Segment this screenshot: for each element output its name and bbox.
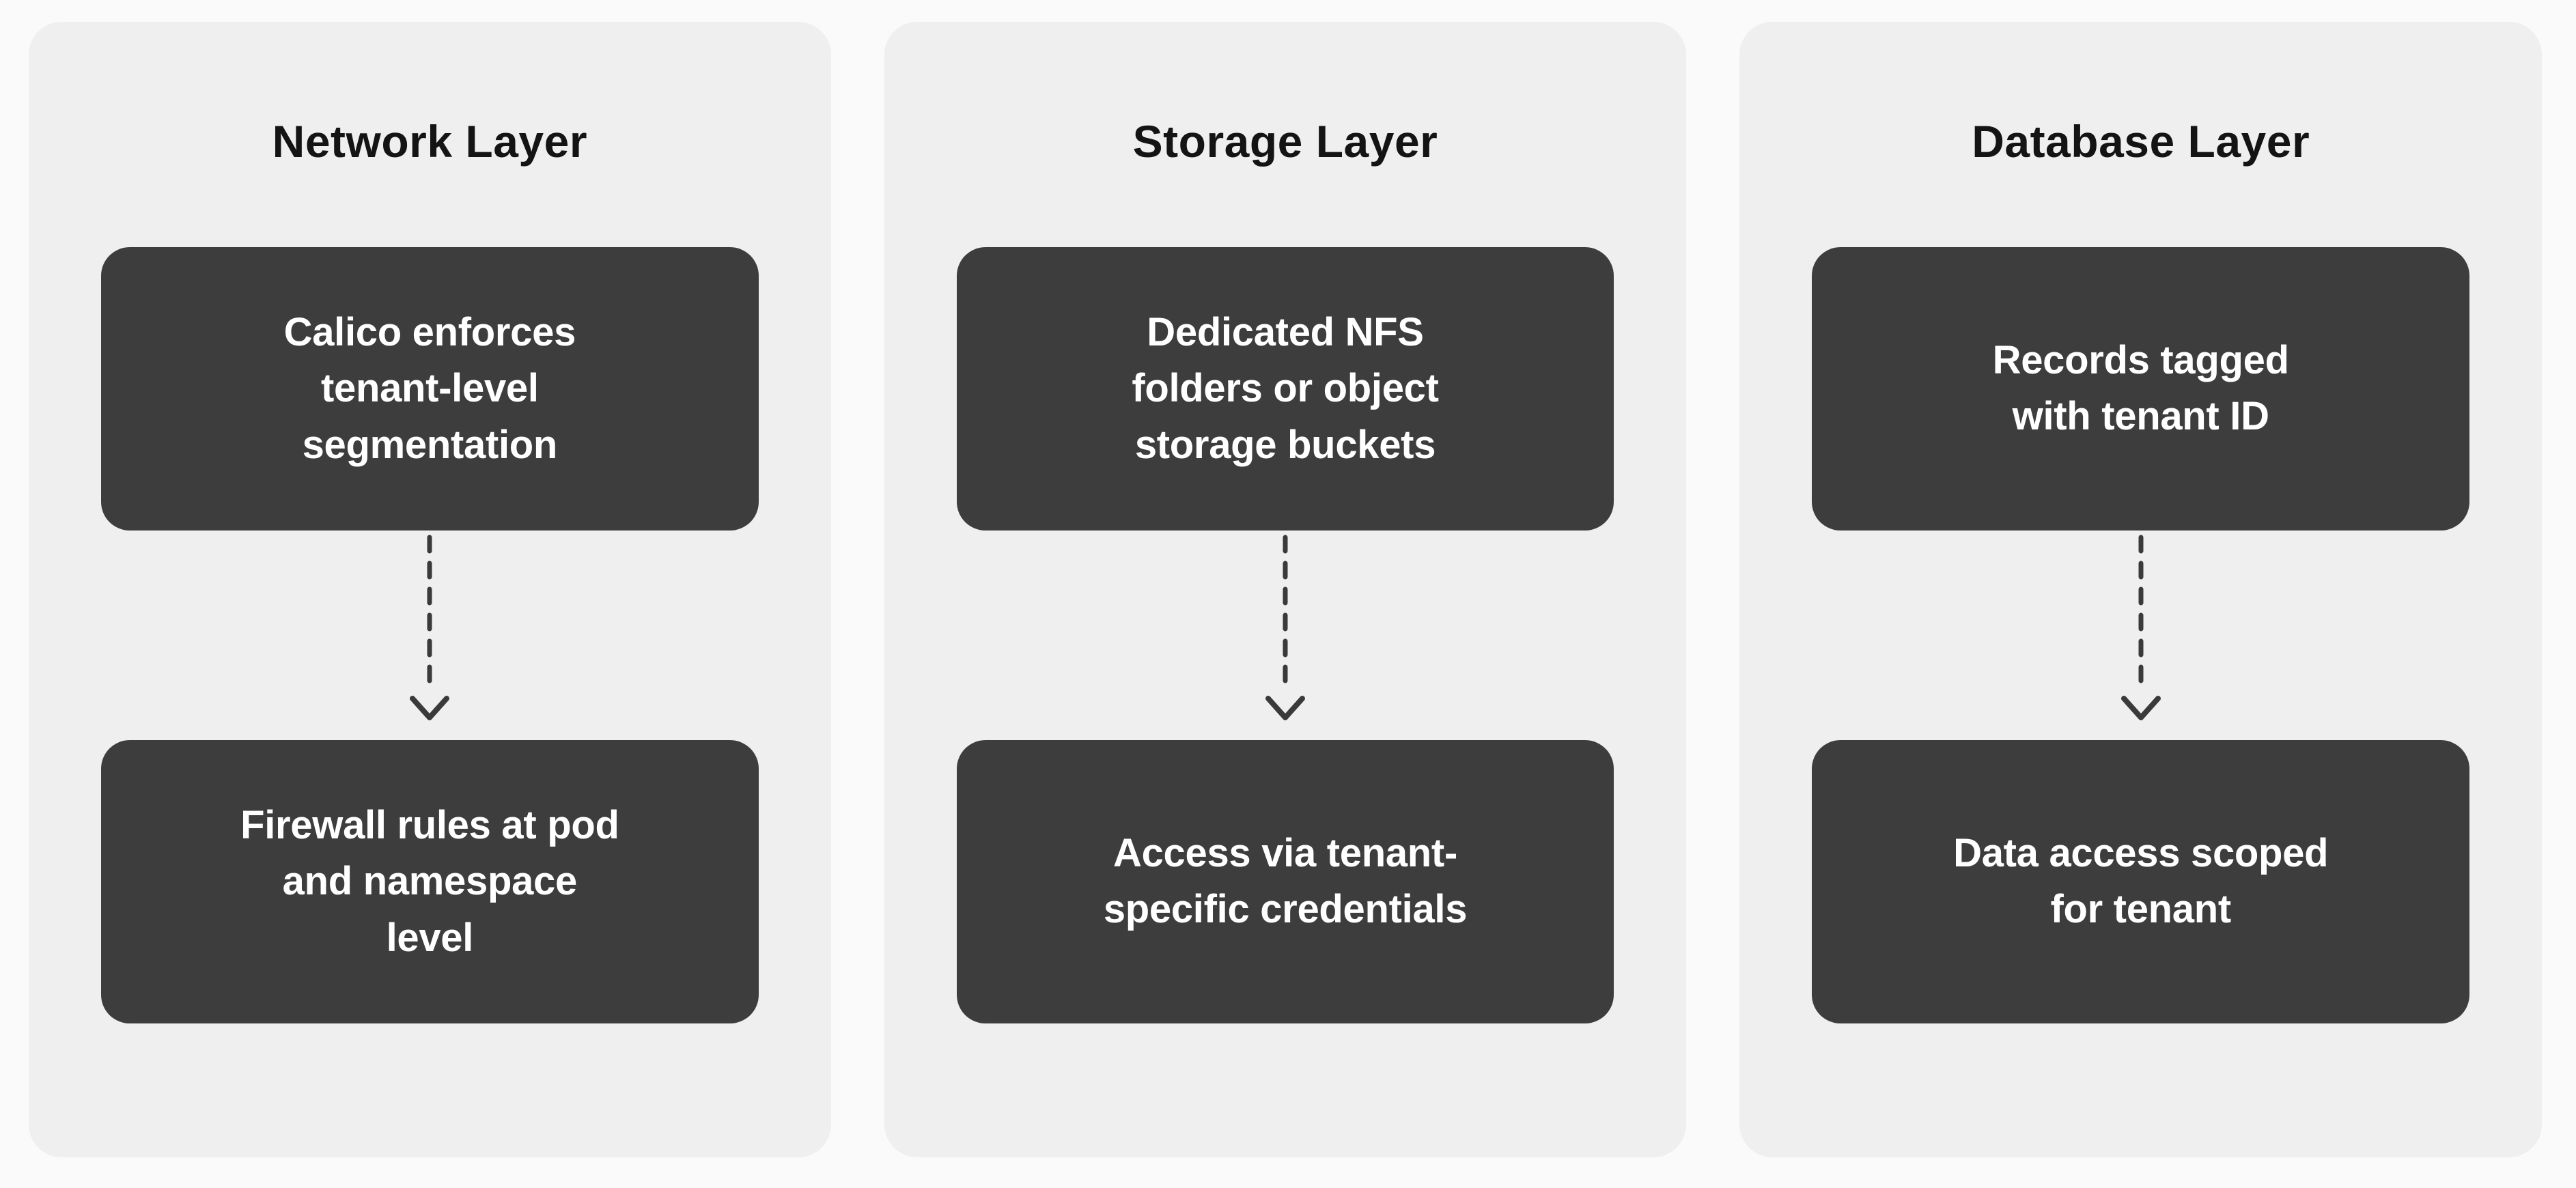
panel-network-layer: Network Layer Calico enforces tenant-lev… — [29, 22, 831, 1157]
database-bottom-node: Data access scoped for tenant — [1812, 739, 2470, 1023]
multi-tenancy-layers-diagram: Network Layer Calico enforces tenant-lev… — [29, 22, 2543, 1157]
arrow-wrap — [2119, 531, 2163, 740]
storage-top-node: Dedicated NFS folders or object storage … — [956, 246, 1614, 531]
dashed-down-arrow-icon — [410, 535, 450, 720]
network-top-node: Calico enforces tenant-level segmentatio… — [101, 246, 759, 531]
network-bottom-node: Firewall rules at pod and namespace leve… — [101, 739, 759, 1023]
panel-storage-layer: Storage Layer Dedicated NFS folders or o… — [884, 22, 1687, 1157]
storage-bottom-node: Access via tenant- specific credentials — [956, 739, 1614, 1023]
panel-title: Database Layer — [1972, 116, 2310, 167]
panel-title: Network Layer — [272, 116, 588, 167]
arrow-wrap — [1263, 531, 1307, 740]
panel-title: Storage Layer — [1132, 116, 1438, 167]
panel-database-layer: Database Layer Records tagged with tenan… — [1739, 22, 2543, 1157]
arrow-wrap — [408, 531, 451, 740]
database-top-node: Records tagged with tenant ID — [1812, 246, 2470, 531]
dashed-down-arrow-icon — [1265, 535, 1305, 720]
dashed-down-arrow-icon — [2120, 535, 2161, 720]
